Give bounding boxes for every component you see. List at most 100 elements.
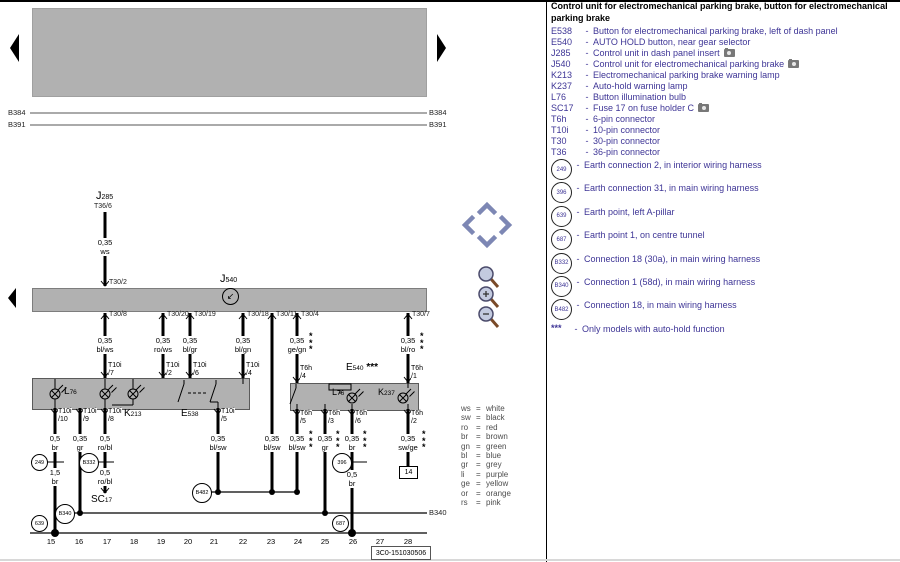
- legend-component-row: T30 - 30-pin connector: [551, 136, 896, 147]
- pan-down-icon[interactable]: [476, 234, 498, 249]
- dash: -: [585, 48, 589, 58]
- pin-label: T30/20: [167, 311, 189, 318]
- pan-right-icon[interactable]: [498, 214, 513, 236]
- dash: -: [585, 26, 589, 36]
- camera-icon[interactable]: [723, 47, 735, 57]
- equals-sign: =: [476, 432, 481, 442]
- component-description: Auto-hold warning lamp: [593, 81, 688, 91]
- page-prev-arrow-icon[interactable]: [10, 34, 19, 62]
- auto-hold-marker: ***: [309, 331, 313, 354]
- bulb-icon: [127, 384, 145, 400]
- track-number: 25: [320, 537, 330, 546]
- point-description: Only models with auto-hold function: [582, 323, 725, 334]
- pan-up-icon[interactable]: [476, 201, 498, 216]
- point-code-circle: 249: [551, 159, 572, 180]
- wire-color-code: li: [461, 469, 465, 479]
- legend-point-row: B340 - Connection 1 (58d), in main wirin…: [551, 275, 896, 299]
- pan-left-icon[interactable]: [461, 214, 476, 236]
- goto-arrow-glyph: ↙: [226, 291, 235, 301]
- equals-sign: =: [476, 497, 481, 507]
- dash: -: [585, 147, 589, 157]
- auto-hold-marker: ***: [420, 331, 424, 354]
- dash: -: [585, 125, 589, 135]
- dash: -: [576, 253, 580, 264]
- connector-label: T6h/6: [355, 410, 368, 426]
- dash: -: [576, 300, 580, 311]
- bus-label-b340-right: B340: [429, 508, 447, 517]
- connection-b482: B482: [192, 483, 212, 503]
- dash: -: [585, 92, 589, 102]
- component-code: E540: [551, 37, 573, 47]
- track-number: 26: [348, 537, 358, 546]
- wire-color-name: black: [486, 413, 505, 423]
- dash: -: [576, 230, 580, 241]
- pin-label: T30/18: [247, 311, 269, 318]
- legend-point-row: B332 - Connection 18 (30a), in main wiri…: [551, 252, 896, 276]
- legend-point-row: 396 - Earth connection 31, in main wirin…: [551, 182, 896, 205]
- terminal-arrows: [50, 280, 413, 494]
- component-description: Button for electromechanical parking bra…: [593, 26, 838, 36]
- component-code: K213: [551, 70, 573, 80]
- component-list: E538 - Button for electromechanical park…: [551, 26, 896, 158]
- wire-color-name: brown: [486, 432, 508, 442]
- wire-color-row: li = purple: [461, 470, 541, 479]
- bus-label-b384-right: B384: [429, 108, 447, 117]
- bulb-icon: [397, 388, 415, 404]
- auto-hold-marker: ***: [422, 429, 426, 452]
- point-code-circle: 687: [551, 229, 572, 251]
- goto-diagram-icon[interactable]: ↙: [222, 288, 239, 305]
- wire-color-code: ws: [461, 404, 471, 413]
- connector-label: T10i/2: [166, 362, 180, 378]
- wire-color-key: ws = white sw = black ro = red br = brow…: [461, 404, 541, 507]
- equals-sign: =: [476, 450, 481, 460]
- point-code-circle: ***: [551, 322, 562, 333]
- point-description: Earth point, left A-pillar: [584, 206, 675, 217]
- page-next-arrow-icon[interactable]: [437, 34, 446, 62]
- zoom-out-icon[interactable]: [478, 306, 500, 328]
- row-prev-arrow-icon[interactable]: [8, 288, 16, 308]
- camera-icon[interactable]: [698, 102, 710, 112]
- wire-color-row: gn = green: [461, 442, 541, 451]
- dash: -: [585, 37, 589, 47]
- component-label-l76: L76: [64, 386, 77, 397]
- wire-color-row: sw = black: [461, 413, 541, 422]
- wire-color-row: gr = grey: [461, 460, 541, 469]
- wire-color-row: or = orange: [461, 489, 541, 498]
- connector-label: T10i/10: [58, 408, 72, 424]
- component-label-k237: K237: [378, 387, 395, 397]
- dash: -: [576, 183, 580, 194]
- wire-color-row: ge = yellow: [461, 479, 541, 488]
- point-description: Connection 18 (30a), in main wiring harn…: [584, 253, 761, 264]
- component-label-e538: E538: [181, 408, 199, 419]
- zoom-reset-icon[interactable]: [478, 266, 500, 288]
- equals-sign: =: [476, 479, 481, 489]
- legend-component-row: L76 - Button illumination bulb: [551, 92, 896, 103]
- wire-color-code: gn: [461, 441, 470, 451]
- connector-label-t36-6: T36/6: [94, 203, 112, 210]
- bulb-icon: [99, 384, 117, 400]
- zoom-in-icon[interactable]: [478, 286, 500, 308]
- wire-color-code: bl: [461, 450, 468, 460]
- component-code: L76: [551, 92, 567, 102]
- bottom-border: [0, 559, 900, 561]
- legend-point-row: B482 - Connection 18, in main wiring har…: [551, 299, 896, 322]
- component-description: Electromechanical parking brake warning …: [593, 70, 780, 80]
- legend-component-row: T6h - 6-pin connector: [551, 114, 896, 125]
- component-code: K237: [551, 81, 573, 91]
- connection-b332: B332: [79, 453, 99, 473]
- camera-icon[interactable]: [788, 58, 800, 68]
- earth-point-687: 687: [332, 515, 349, 532]
- component-code: T6h: [551, 114, 567, 124]
- point-code-circle: B482: [551, 299, 572, 321]
- connector-label: T6h/5: [300, 410, 313, 426]
- legend-component-row: E540 - AUTO HOLD button, near gear selec…: [551, 37, 896, 48]
- bulb-icon: [346, 388, 364, 404]
- connector-label: T10i/4: [246, 362, 260, 378]
